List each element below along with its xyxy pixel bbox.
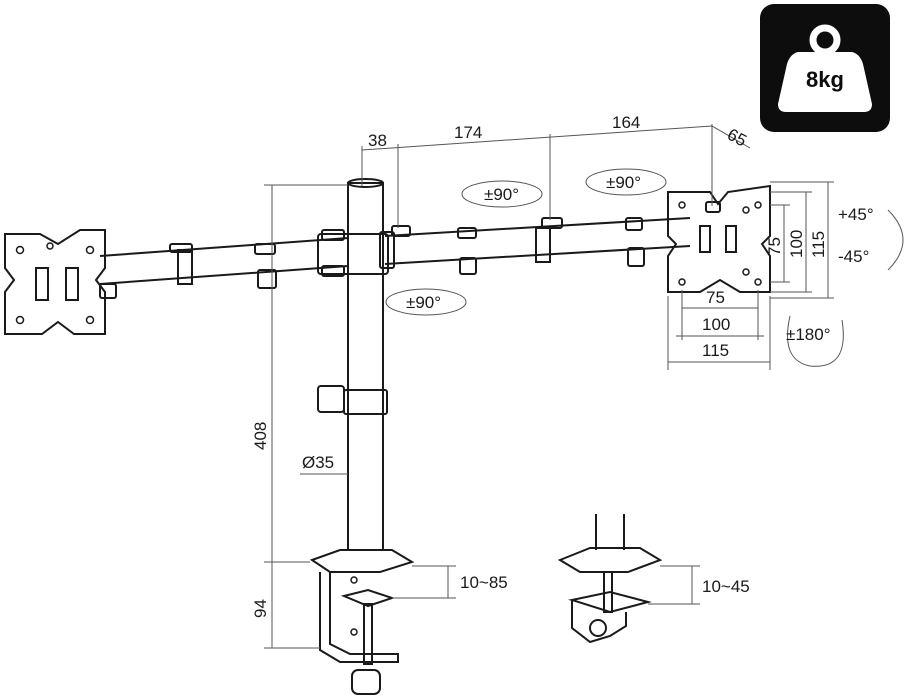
dim-pole-diameter: Ø35 — [302, 453, 334, 472]
rotation-arm-3: ±90° — [406, 293, 441, 312]
dimension-lines — [264, 124, 834, 649]
tilt-down: -45° — [838, 247, 869, 266]
right-vesa-plate — [667, 184, 771, 293]
desk-clamp-large — [309, 549, 415, 695]
dim-vesa-v-100: 100 — [787, 230, 806, 258]
rotation-arm-2: ±90° — [606, 173, 641, 192]
desk-clamp-small — [557, 514, 663, 644]
left-vesa-plate — [4, 229, 106, 335]
arm-assembly — [99, 217, 691, 299]
weight-icon — [778, 24, 872, 112]
dim-65: 65 — [724, 125, 750, 151]
dim-vesa-h-75: 75 — [706, 288, 725, 307]
weight-label: 8kg — [806, 67, 844, 92]
dim-vesa-v-115: 115 — [809, 231, 828, 258]
dim-vesa-h-100: 100 — [702, 315, 730, 334]
rotation-arm-1: ±90° — [484, 185, 519, 204]
dim-vesa-v-75: 75 — [765, 237, 784, 256]
rotation-indicators — [385, 168, 904, 367]
dim-clamp-range-b: 10~45 — [702, 577, 750, 596]
rotation-180: ±180° — [786, 325, 831, 344]
dim-174: 174 — [454, 123, 482, 142]
dim-vesa-h-115: 115 — [702, 341, 729, 360]
dim-164: 164 — [612, 113, 640, 132]
weight-badge: 8kg — [760, 4, 890, 132]
dim-clamp-range-a: 10~85 — [460, 573, 508, 592]
dim-408: 408 — [251, 422, 270, 450]
tilt-up: +45° — [838, 205, 874, 224]
dim-38: 38 — [368, 131, 387, 150]
dim-94: 94 — [251, 599, 270, 618]
